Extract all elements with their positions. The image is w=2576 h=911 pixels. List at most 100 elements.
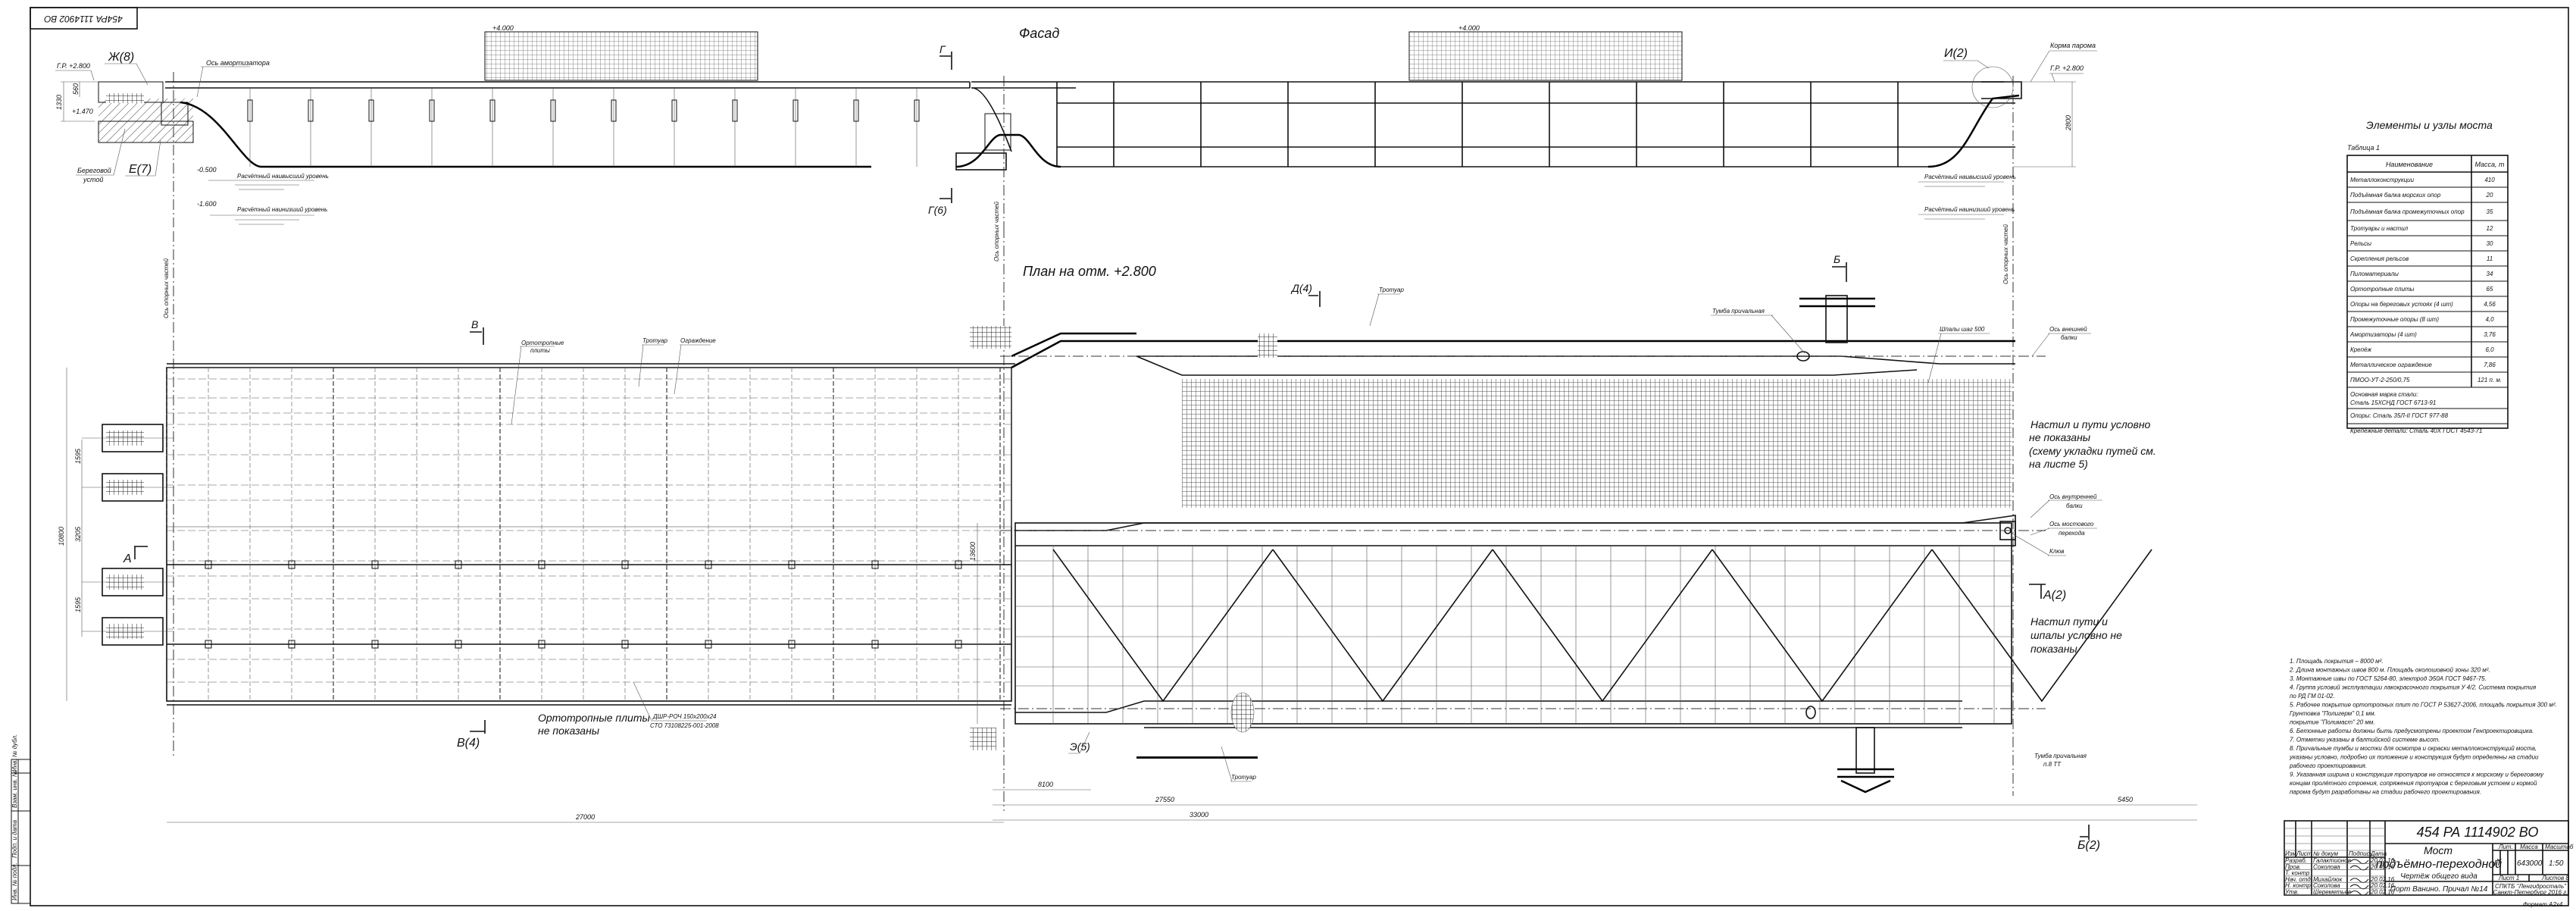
beak-label: Клюв: [2049, 548, 2064, 555]
bearing-pad: [205, 640, 212, 649]
bearing-pad: [288, 640, 295, 649]
bollard-2-label-1: Тумба причальная: [2034, 753, 2087, 759]
abutment-label-1: Береговой: [77, 167, 111, 174]
left-abutment: [98, 99, 193, 142]
note-line: указаны условно, подробно их положение и…: [2289, 754, 2539, 761]
signer-role: Утв.: [2284, 889, 2299, 896]
bearing-pad: [871, 560, 879, 569]
level-high-mark: -0.500: [197, 166, 217, 174]
signature: [2349, 859, 2369, 865]
dim-13600: 13600: [969, 542, 977, 561]
table-cell-mass: 12: [2487, 225, 2493, 232]
railing-block-2: [1409, 32, 1682, 80]
signer-date: 20.02.16: [2370, 857, 2395, 864]
support-axis-label-2: Ось опорных частей: [993, 201, 1000, 261]
support-axis-label-3: Ось опорных частей: [2002, 224, 2009, 284]
table-cell-name: Ортотропные плиты: [2350, 286, 2415, 293]
dim-33000: 33000: [1190, 811, 1208, 819]
table-footer-text: Основная марка стали:: [2350, 391, 2418, 398]
title-name-1: Мост: [2424, 844, 2453, 856]
table-cell-name: Скрепления рельсов: [2350, 255, 2409, 262]
bollard-label: Тумба причальная: [1712, 308, 1765, 315]
signer-date: 20.02.16: [2370, 863, 2395, 870]
bridge-axis-label-1: Ось мостового: [2049, 521, 2094, 528]
table-cell-name: Подъёмная балка морских опор: [2350, 192, 2441, 199]
dimensions: 1595 3205 1595 10800 13600 27000 8100 27…: [58, 368, 2197, 823]
note-line: 5. Рабочее покрытие ортотропных плит по …: [2290, 702, 2557, 709]
note-line: по РД ГМ 01-02.: [2290, 693, 2335, 700]
note-deck-3: (схему укладки путей см.: [2029, 445, 2156, 457]
signer-role: Пров.: [2285, 863, 2301, 870]
facade-stiffener: [611, 99, 617, 122]
bearing-label-1: ДШР-РОЧ 150х200х24: [652, 713, 717, 720]
side-stamp-replace-inv: Взам. инв. №: [11, 770, 18, 808]
table-cell-name: Опоры на береговых устоях (4 шт): [2350, 301, 2453, 308]
plan-bracing: [1052, 549, 1274, 703]
signer-name: Соколова: [2313, 863, 2340, 870]
table-cell-mass: 20: [2486, 192, 2493, 199]
table-cell-name: ПМОО-УТ-2-250/0,75: [2350, 377, 2410, 383]
node-z5-label: Э(5): [1070, 740, 1090, 753]
notes: 1. Площадь покрытия – 8000 м².2. Длина м…: [2289, 658, 2557, 796]
table-cell-name: Амортизаторы (4 шт): [2349, 331, 2417, 338]
section-g6-label: Г(6): [928, 204, 947, 216]
note-line: концам пролётного строения, сопряжения т…: [2290, 780, 2537, 787]
table-cell-mass: 6,0: [2485, 346, 2494, 353]
level-low-mark: -1.600: [197, 200, 217, 208]
node-zh-label: Ж(8): [108, 51, 134, 64]
node-i-circle: [1971, 66, 2014, 108]
note-line: 2. Длина монтажных швов 800 м. Площадь о…: [2289, 667, 2490, 674]
table-cell-mass: 34: [2487, 271, 2493, 277]
shock-axis-label: Ось амортизатора: [206, 59, 270, 67]
plan-bracing: [1272, 549, 1493, 703]
facade-title: Фасад: [1019, 26, 1059, 41]
table-cell-mass: 4,0: [2485, 316, 2494, 323]
table-cell-name: Металлическое ограждение: [2350, 362, 2432, 368]
title-name-2: подъёмно-переходной: [2376, 858, 2502, 871]
section-a2-label: А(2): [2043, 589, 2066, 602]
table-cell-mass: 7,86: [2484, 362, 2496, 368]
note-ortho-1: Ортотропные плиты: [538, 712, 650, 724]
signer-role: Т. контр: [2285, 870, 2310, 877]
node-z5-ellipse: [1231, 693, 1254, 732]
bearing-pad: [621, 560, 629, 569]
table-frame: [2346, 155, 2509, 429]
title-col-header: № докум: [2313, 850, 2339, 857]
note-ortho-2: не показаны: [538, 725, 600, 737]
note-line: 7. Отметки указаны в балтийской системе …: [2290, 737, 2440, 744]
table-caption: Таблица 1: [2347, 144, 2380, 152]
sidewalk-label-3: Тротуар: [1231, 774, 1256, 781]
signer-name: Шереметьев: [2313, 889, 2351, 896]
note-deck-2: не показаны: [2029, 431, 2091, 443]
facade-stiffener: [489, 99, 496, 122]
signature: [2349, 891, 2369, 896]
note-line: 6. Бетонные работы должны быть предусмот…: [2290, 728, 2534, 734]
bearing-pad: [705, 640, 712, 649]
level-high-label-right: Расчётный наивысший уровень: [1924, 174, 2016, 180]
outer-beam-label-1: Ось внешней: [2049, 326, 2087, 333]
side-stamp-inv-dup: Инв. № дубл.: [11, 734, 18, 772]
rail-mark-1: +4.000: [492, 24, 514, 32]
note-line: парома будут разработаны на стадии рабоч…: [2290, 789, 2481, 796]
doc-number: 454 РА 1114902 ВО: [2417, 825, 2539, 840]
bollard-2-label-2: п.8 ТТ: [2043, 761, 2062, 768]
side-stamp-sign-date: Подп. и дата: [11, 819, 18, 858]
ortho-plates-label-1: Ортотропные: [521, 340, 564, 346]
top-stamp: 454РА 1114902 ВО: [30, 7, 138, 30]
table-cell-name: Тротуары и настил: [2350, 225, 2409, 232]
bearing-pad: [871, 640, 879, 649]
gr-left-label: Г.Р. +2.800: [57, 62, 90, 70]
sleepers-label: Шпалы шаг 500: [1940, 326, 1985, 333]
table-cell-name: Подъёмная балка промежуточных опор: [2350, 208, 2465, 215]
abutment-label-2: устой: [83, 176, 103, 183]
sheet-frame: [30, 7, 2569, 906]
table-cell-mass: 30: [2487, 240, 2493, 247]
elements-table: Элементы и узлы моста Таблица 1 Наименов…: [2346, 119, 2509, 434]
side-stamp-inv-orig: Инв. № подл.: [11, 862, 18, 900]
bearing-pad: [371, 640, 379, 649]
table-footer-text: Сталь 15ХСНД ГОСТ 6713-91: [2350, 399, 2436, 406]
signer-role: Нач. отд.: [2285, 876, 2312, 883]
signature: [2349, 884, 2369, 890]
bearing-pad: [788, 640, 796, 649]
